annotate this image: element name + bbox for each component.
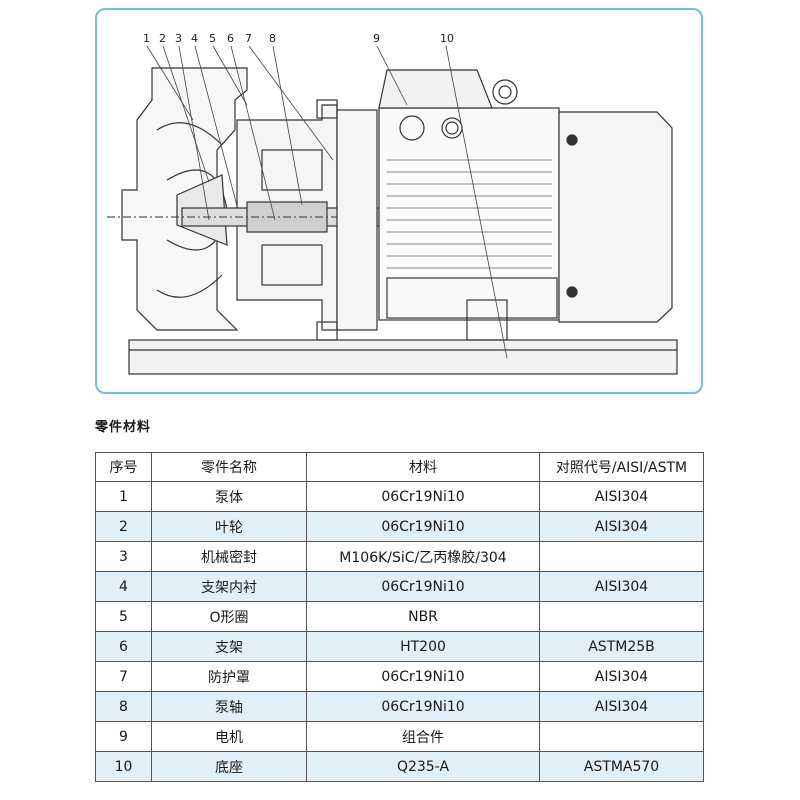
cell-no: 5	[95, 601, 152, 632]
cell-name: 泵体	[151, 481, 307, 512]
cell-material: Q235-A	[306, 751, 540, 782]
cell-name: 底座	[151, 751, 307, 782]
cell-material: NBR	[306, 601, 540, 632]
cell-code: AISI304	[539, 481, 704, 512]
motor-end-cover	[558, 111, 673, 323]
section-title: 零件材料	[95, 420, 152, 435]
cell-name: 叶轮	[151, 511, 307, 542]
cell-code	[539, 721, 704, 752]
cell-name: O形圈	[151, 601, 307, 632]
cell-name: 支架	[151, 631, 307, 662]
callout-10: 10	[440, 32, 454, 45]
callout-3: 3	[175, 32, 182, 45]
cell-no: 6	[95, 631, 152, 662]
cell-material: 组合件	[306, 721, 540, 752]
cell-no: 9	[95, 721, 152, 752]
pump-drawing-frame: 1 2 3 4 5 6 7 8 9 10	[95, 8, 703, 394]
base-plate	[128, 339, 678, 375]
callout-6: 6	[227, 32, 234, 45]
header-no: 序号	[95, 452, 152, 482]
cell-no: 1	[95, 481, 152, 512]
cell-name: 防护罩	[151, 661, 307, 692]
cell-material: HT200	[306, 631, 540, 662]
motor-body	[378, 107, 560, 321]
cell-material: 06Cr19Ni10	[306, 661, 540, 692]
pump-cross-section-drawing: 1 2 3 4 5 6 7 8 9 10	[107, 32, 678, 375]
cell-code	[539, 601, 704, 632]
cell-name: 泵轴	[151, 691, 307, 722]
cell-code: AISI304	[539, 511, 704, 542]
cell-name: 机械密封	[151, 541, 307, 572]
header-part-name: 零件名称	[151, 452, 307, 482]
cell-no: 3	[95, 541, 152, 572]
cell-no: 4	[95, 571, 152, 602]
cell-code	[539, 541, 704, 572]
header-material: 材料	[306, 452, 540, 482]
cell-material: 06Cr19Ni10	[306, 511, 540, 542]
cell-material: 06Cr19Ni10	[306, 691, 540, 722]
table-header-row: 序号 零件名称 材料 对照代号/AISI/ASTM	[95, 452, 704, 482]
cell-no: 8	[95, 691, 152, 722]
callout-2: 2	[159, 32, 166, 45]
callout-7: 7	[245, 32, 252, 45]
callout-1: 1	[143, 32, 150, 45]
cell-material: M106K/SiC/乙丙橡胶/304	[306, 541, 540, 572]
cell-code: ASTMA570	[539, 751, 704, 782]
cell-no: 10	[95, 751, 152, 782]
callout-4: 4	[191, 32, 198, 45]
cell-material: 06Cr19Ni10	[306, 571, 540, 602]
cell-code: AISI304	[539, 571, 704, 602]
cell-name: 电机	[151, 721, 307, 752]
cell-code: AISI304	[539, 661, 704, 692]
cell-no: 2	[95, 511, 152, 542]
callout-8: 8	[269, 32, 276, 45]
cell-code: AISI304	[539, 691, 704, 722]
cell-material: 06Cr19Ni10	[306, 481, 540, 512]
header-code: 对照代号/AISI/ASTM	[539, 452, 704, 482]
callout-9: 9	[373, 32, 380, 45]
cell-no: 7	[95, 661, 152, 692]
cell-code: ASTM25B	[539, 631, 704, 662]
coupling-guard	[336, 109, 378, 331]
cell-name: 支架内衬	[151, 571, 307, 602]
callout-5: 5	[209, 32, 216, 45]
